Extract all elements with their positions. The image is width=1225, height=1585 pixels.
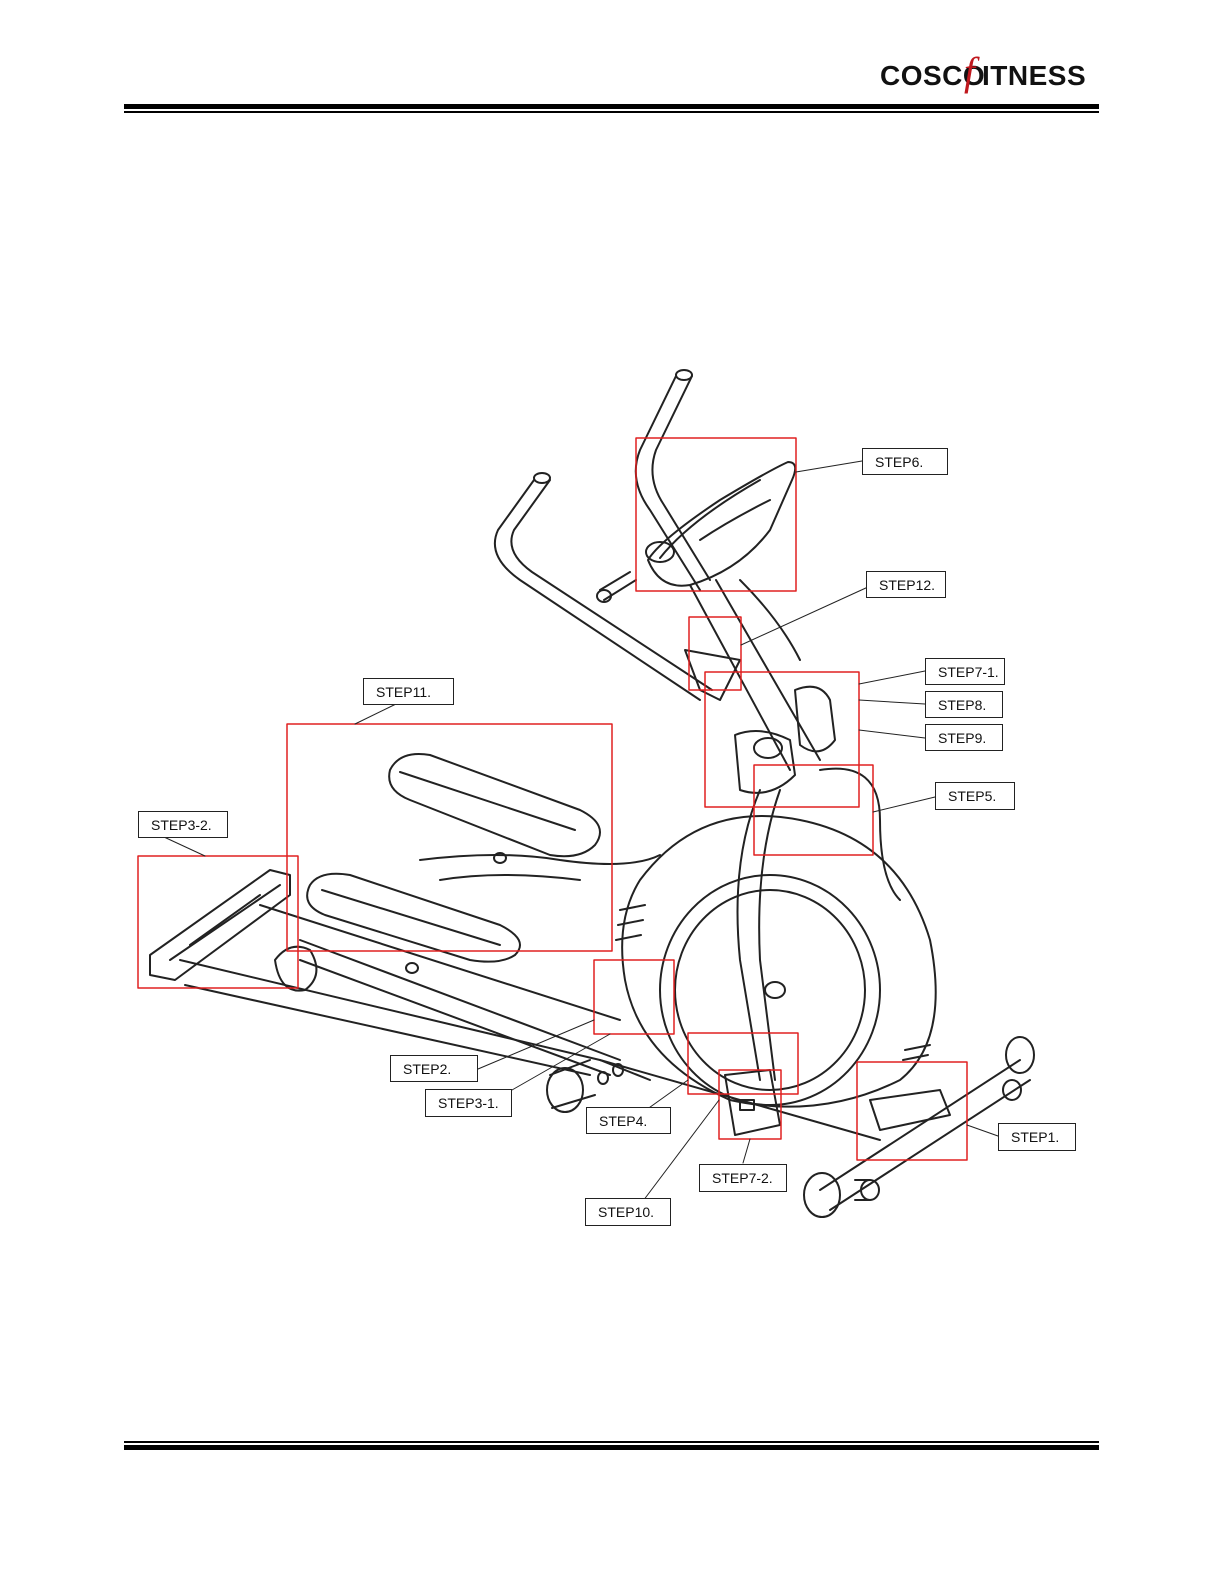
rear-stabilizer-drawing: [150, 870, 290, 980]
step5-highlight: [754, 765, 873, 855]
callout-step11: STEP11.: [363, 678, 454, 705]
pedal-rails-drawing: [275, 853, 660, 1075]
step11-highlight: [287, 724, 612, 951]
callout-step2: STEP2.: [390, 1055, 478, 1082]
step6-highlight: [636, 438, 796, 591]
callout-step4: STEP4.: [586, 1107, 671, 1134]
callout-step3-1: STEP3-1.: [425, 1089, 512, 1117]
flywheel-shroud-drawing: [616, 769, 936, 1107]
console-drawing: [597, 462, 795, 602]
callout-step10: STEP10.: [585, 1198, 671, 1226]
callout-step9: STEP9.: [925, 724, 1003, 751]
callout-step8: STEP8.: [925, 691, 1003, 718]
pivot-joints-drawing: [735, 687, 835, 793]
callout-step3-2: STEP3-2.: [138, 811, 228, 838]
callout-step7-2: STEP7-2.: [699, 1164, 787, 1192]
callout-step5: STEP5.: [935, 782, 1015, 810]
callout-step7-1: STEP7-1.: [925, 658, 1005, 685]
pedals-drawing: [307, 754, 600, 962]
callout-step12: STEP12.: [866, 571, 946, 598]
callout-step6: STEP6.: [862, 448, 948, 475]
callout-step1: STEP1.: [998, 1123, 1076, 1151]
